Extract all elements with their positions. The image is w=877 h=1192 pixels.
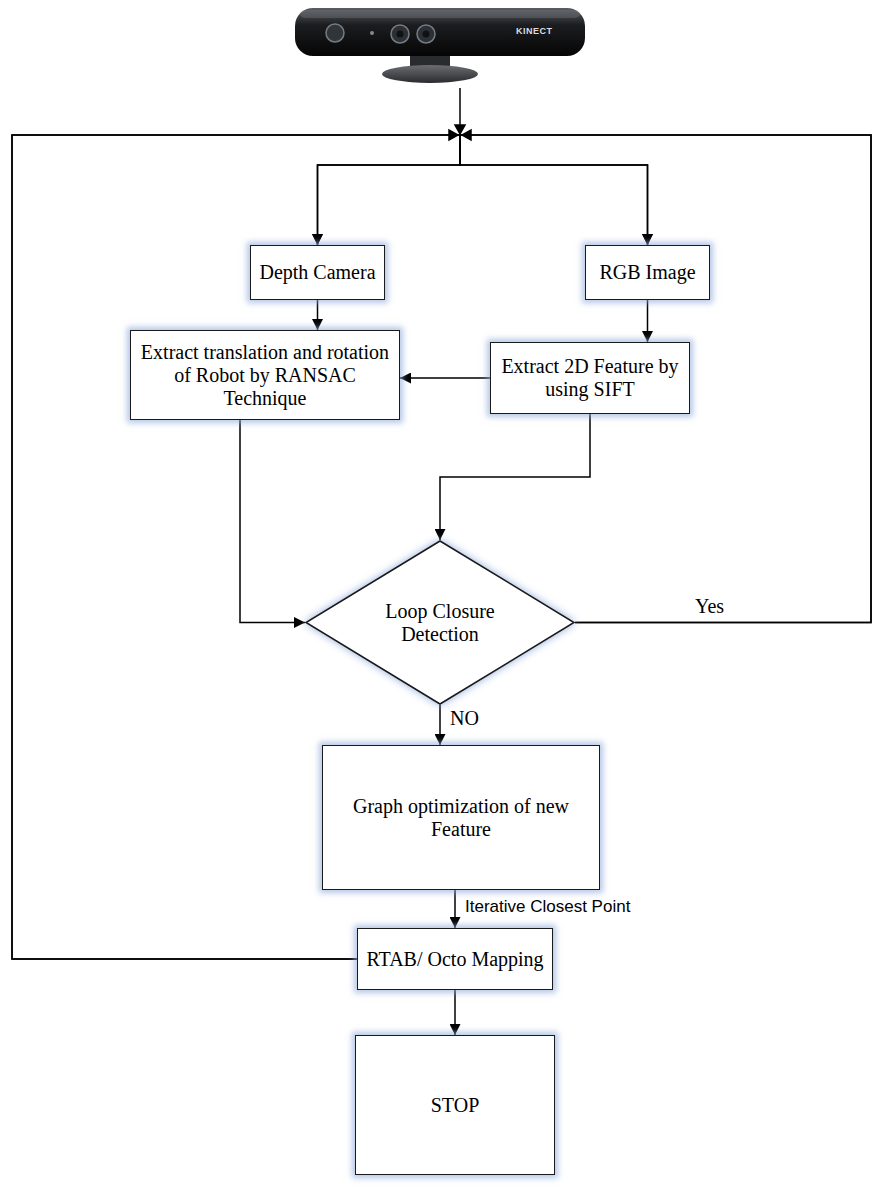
edge-label: Yes [695,595,724,617]
flow-arrow [318,135,872,623]
edge-label: Iterative Closest Point [465,898,630,917]
node-text: RTAB/ Octo Mapping [366,948,543,971]
flow-arrow [400,377,490,379]
node-text: Extract 2D Feature by using SIFT [497,355,683,401]
terminal-box: STOP [355,1035,555,1175]
flow-arrow [439,705,441,745]
node-text: Graph optimization of new Feature [329,795,593,841]
node-text: Depth Camera [259,261,375,284]
process-box: Extract translation and rotation of Robo… [130,330,400,420]
junction [449,88,471,140]
input-box: RGB Image [585,245,710,300]
node-text: RGB Image [599,261,695,284]
node-text: STOP [431,1094,480,1117]
sensor-line [459,88,461,126]
input-box: Depth Camera [250,245,385,300]
flow-arrow [454,990,456,1035]
flow-arrow [454,890,456,928]
process-box: Graph optimization of new Feature [322,745,600,890]
junction-arrowhead [455,125,465,134]
flow-arrow [317,300,319,330]
kinect-sensor [295,8,585,83]
diamond-shape [306,541,574,704]
node-text: Loop Closure Detection [365,600,516,646]
flow-arrow [647,300,649,342]
flow-arrow [240,420,305,623]
process-box: Extract 2D Feature by using SIFT [490,342,690,414]
flow-arrow [12,135,648,959]
device-label: KINECT [516,26,553,36]
edge-label: NO [450,707,479,729]
flow-arrow [460,135,871,623]
node-text: Extract translation and rotation of Robo… [137,341,393,410]
flow-arrow [440,414,590,540]
decision-diamond: Loop Closure Detection [305,540,575,705]
process-box: RTAB/ Octo Mapping [357,928,553,990]
